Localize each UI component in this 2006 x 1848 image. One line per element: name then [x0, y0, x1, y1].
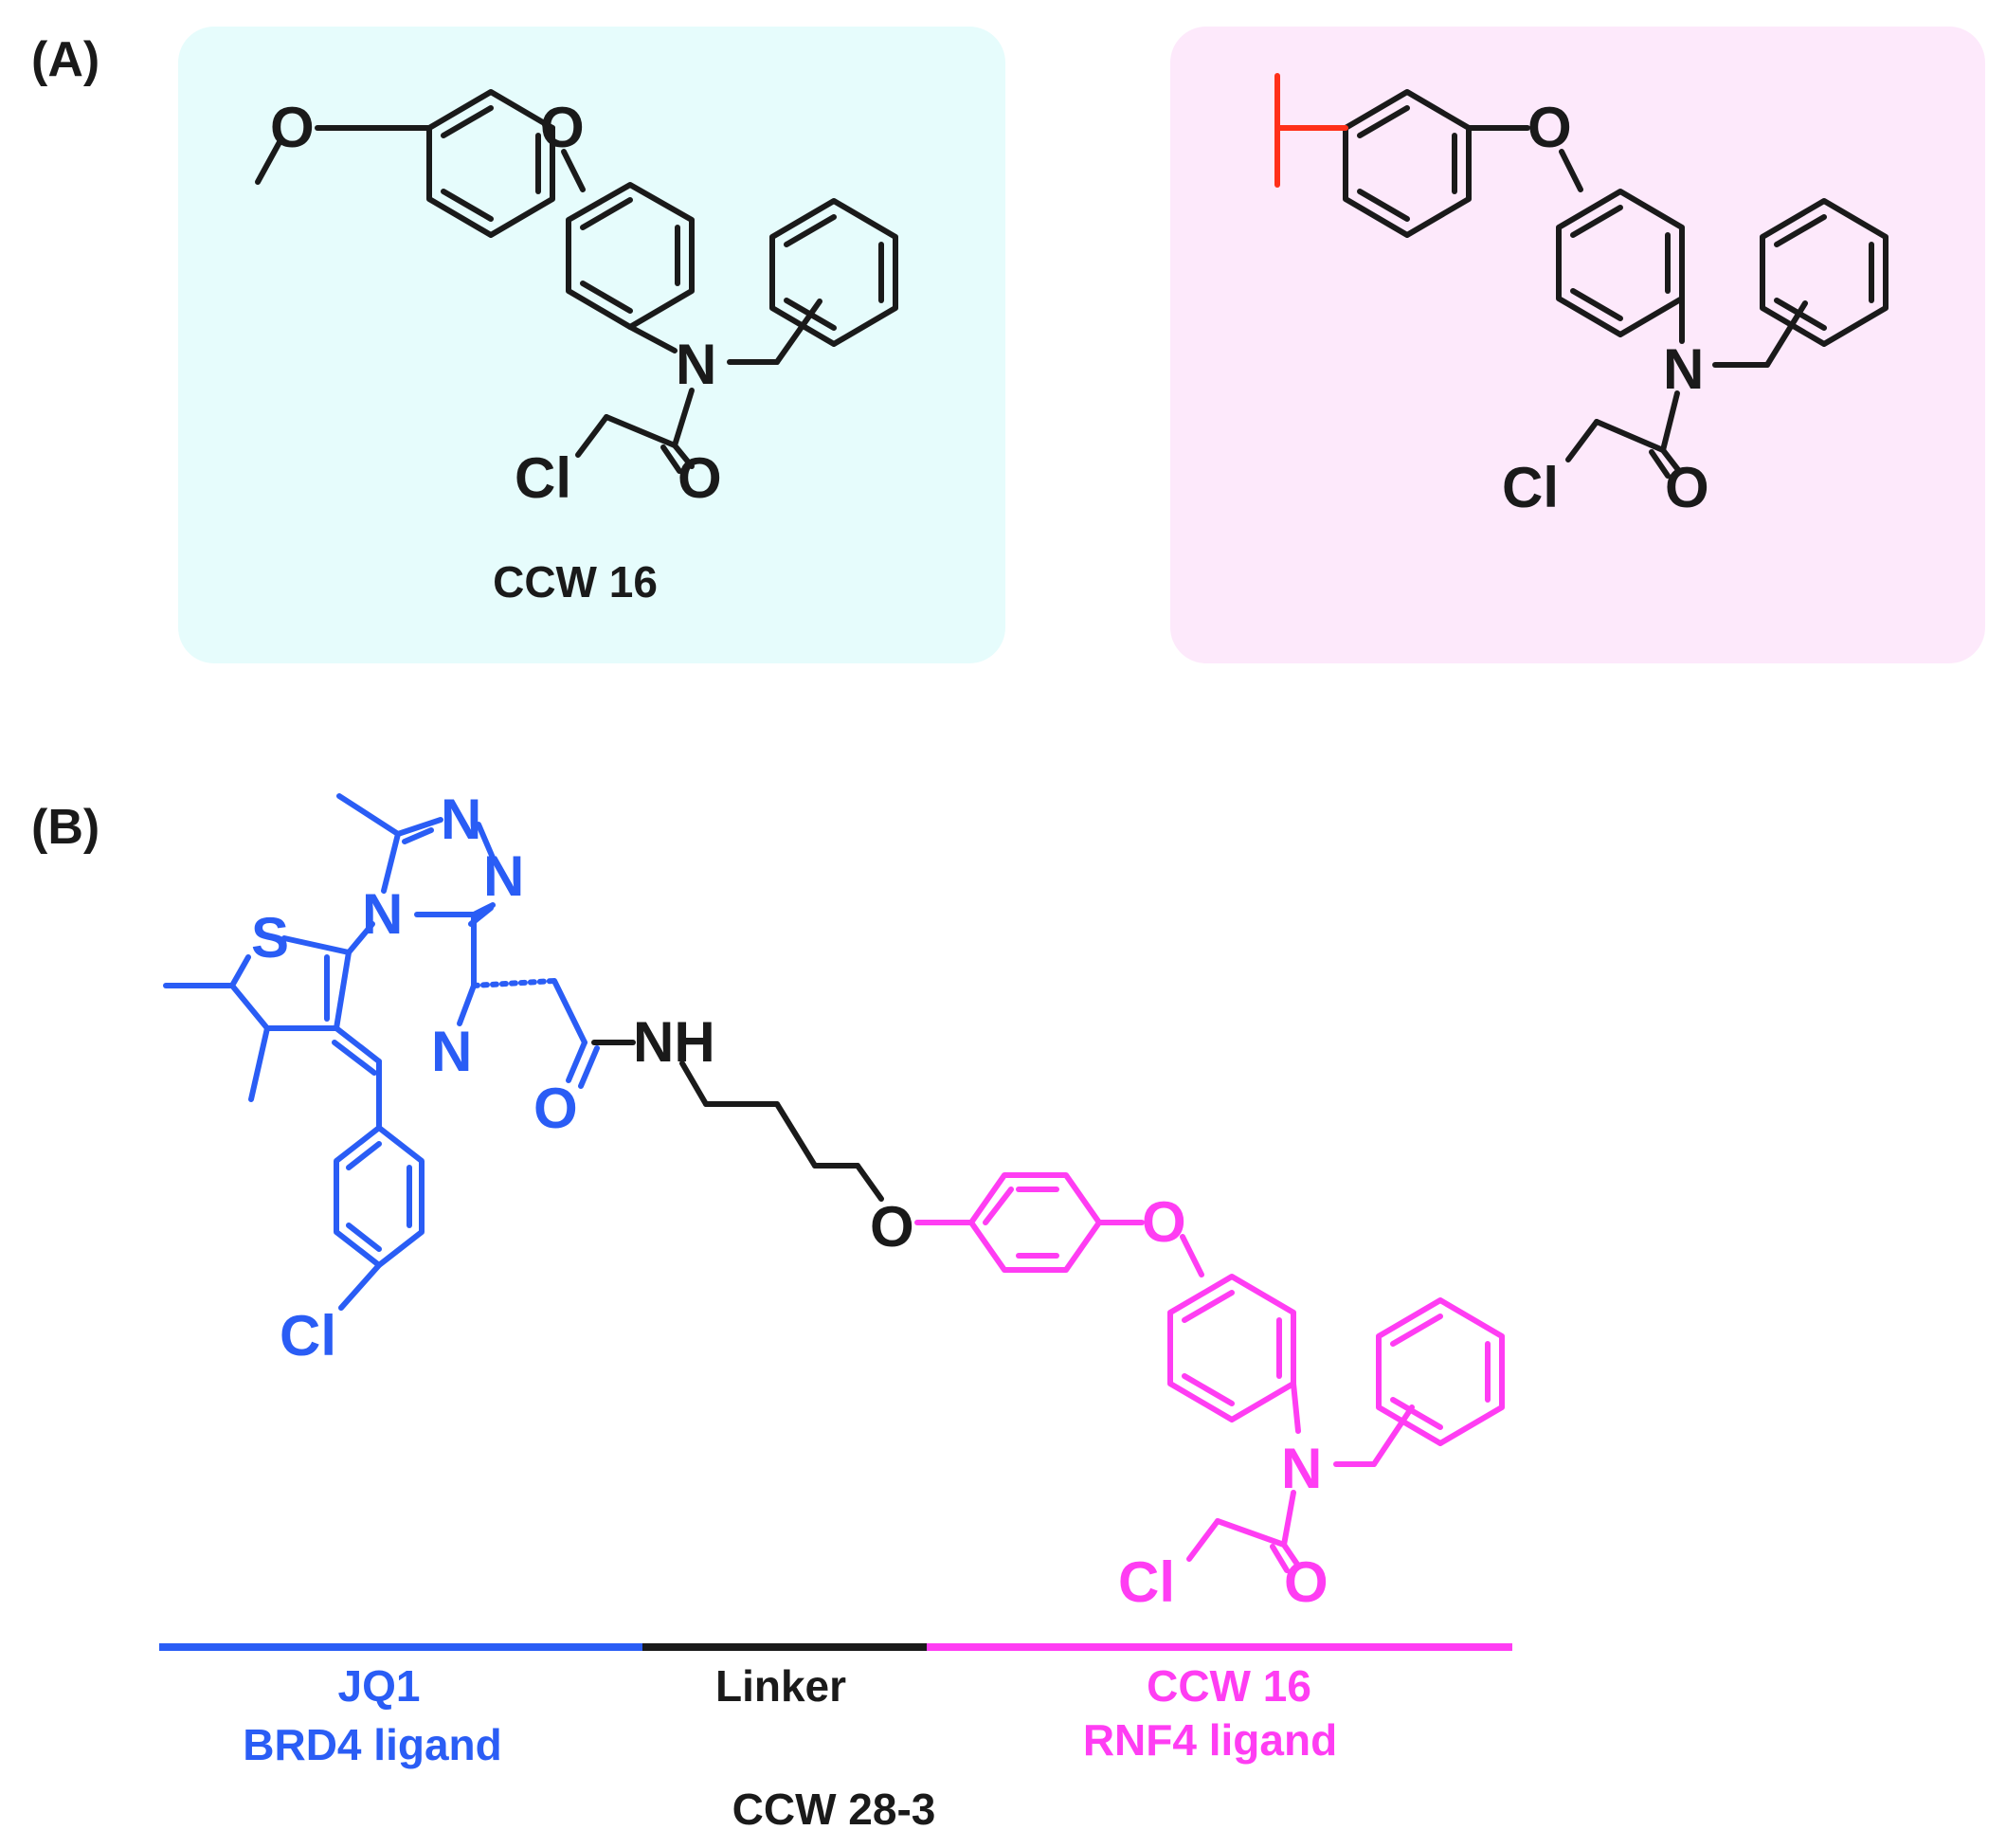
- atom-o-carbonyl-r: O: [1665, 456, 1709, 519]
- atom-o-ether: O: [540, 96, 585, 159]
- molecule-linker: [591, 1040, 884, 1202]
- atom-o-carbonyl: O: [678, 446, 722, 510]
- atom-nh: NH: [633, 1010, 715, 1074]
- segment-label-ccw16: CCW 16: [1147, 1661, 1311, 1711]
- molecule-jq1-atoms: N N N N S O Cl: [251, 788, 578, 1368]
- molecule-ccw16-atoms: O O N Cl O: [270, 96, 722, 510]
- atom-n-1: N: [441, 788, 481, 851]
- atom-cl: Cl: [515, 446, 571, 510]
- atom-s: S: [251, 906, 289, 969]
- atom-o-carbonyl-b: O: [1284, 1550, 1328, 1614]
- atom-n-2: N: [483, 844, 524, 908]
- molecule-ccw16-core-atoms: O N Cl O: [1502, 96, 1709, 519]
- panel-a-right-box: [1170, 27, 1985, 663]
- atom-n-3: N: [362, 882, 403, 946]
- molecule-linker-atoms: NH O: [633, 1010, 914, 1259]
- atom-n-4: N: [431, 1020, 472, 1083]
- molecule-ccw16-part: [914, 1172, 1505, 1573]
- molecule-ccw16-core: [1343, 89, 1889, 479]
- segment-label-linker: Linker: [715, 1661, 846, 1711]
- atom-n-b: N: [1281, 1437, 1322, 1500]
- panel-a-left-caption: CCW 16: [493, 557, 658, 607]
- segment-subtitle-ccw16: RNF4 ligand: [1083, 1715, 1337, 1765]
- molecule-jq1: [163, 793, 600, 1311]
- panel-b-label: (B): [31, 800, 99, 855]
- atom-o-linker: O: [870, 1195, 914, 1259]
- atom-o-ether-b: O: [1142, 1190, 1186, 1254]
- atom-n: N: [676, 333, 716, 396]
- atom-cl-r: Cl: [1502, 456, 1559, 519]
- molecule-ccw16-part-atoms: O N Cl O: [1118, 1190, 1328, 1614]
- molecule-ccw16: [255, 89, 898, 474]
- atom-cl-jq1: Cl: [280, 1304, 336, 1368]
- panel-a-left-box: [178, 27, 1005, 663]
- atom-o-ether-r: O: [1527, 96, 1572, 159]
- segment-label-jq1: JQ1: [338, 1661, 421, 1711]
- segment-subtitle-jq1: BRD4 ligand: [243, 1720, 501, 1769]
- panel-a-label: (A): [31, 32, 99, 87]
- atom-n-r: N: [1663, 337, 1704, 401]
- atom-cl-b: Cl: [1118, 1550, 1175, 1614]
- atom-o-amide: O: [533, 1077, 578, 1140]
- atom-o-methoxy: O: [270, 96, 315, 159]
- panel-b-caption: CCW 28-3: [732, 1785, 936, 1834]
- attachment-point: [1274, 73, 1348, 188]
